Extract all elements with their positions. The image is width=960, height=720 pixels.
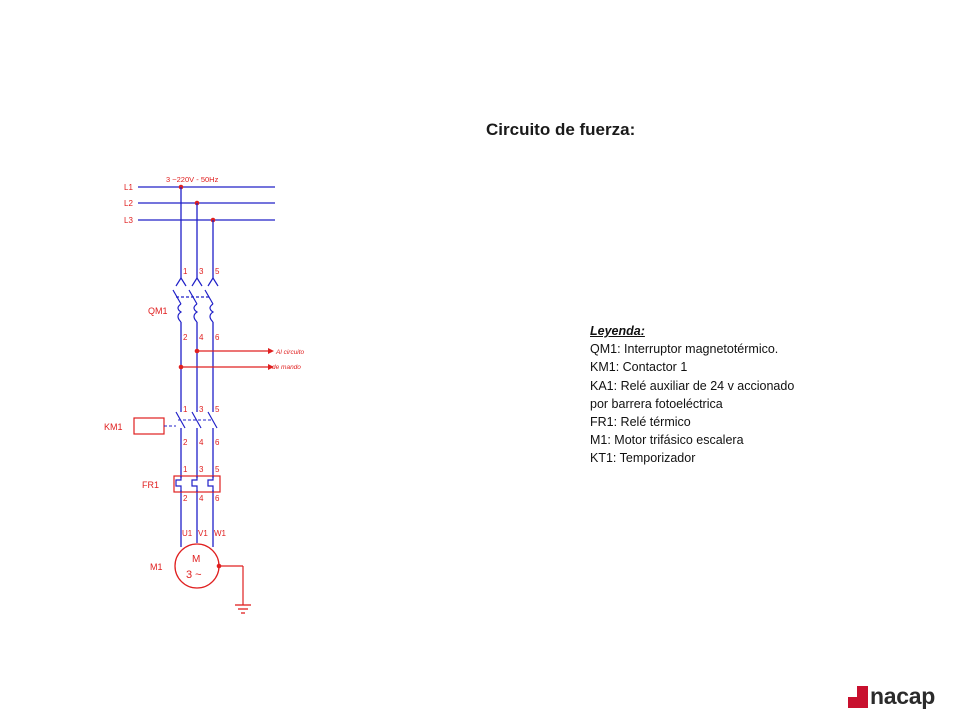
svg-text:6: 6 [215,494,220,503]
motor-m1 [174,543,244,605]
svg-text:U1: U1 [182,529,193,538]
svg-text:6: 6 [215,438,220,447]
legend-item: KA1: Relé auxiliar de 24 v accionado [590,378,795,393]
km1-terminals: 1 3 5 2 4 6 [183,405,220,447]
legend-item: QM1: Interruptor magnetotérmico. [590,342,779,357]
svg-text:1: 1 [183,405,188,414]
legend-item: por barrera fotoeléctrica [590,396,723,411]
km1-label: KM1 [104,422,123,432]
line-labels: L1 L2 L3 [124,183,133,225]
control-branch-label-1: Al circuito [275,349,305,356]
line-label-l1: L1 [124,183,133,192]
svg-text:3: 3 [199,267,204,276]
logo-text: nacap [870,683,935,709]
svg-text:4: 4 [199,494,204,503]
fr1-label: FR1 [142,480,159,490]
line-label-l2: L2 [124,199,133,208]
legend-heading: Leyenda: [590,324,645,338]
svg-text:1: 1 [183,267,188,276]
legend: Leyenda: QM1: Interruptor magnetotérmico… [590,322,794,468]
logo-mark-icon [848,685,868,708]
svg-text:3: 3 [199,405,204,414]
svg-text:5: 5 [215,405,220,414]
ground-icon [235,604,251,614]
line-label-l3: L3 [124,216,133,225]
svg-text:1: 1 [183,465,188,474]
qm1-terminals: 1 3 5 2 4 6 [183,267,220,342]
km1-contactor [133,411,218,435]
legend-item: KM1: Contactor 1 [590,360,688,375]
svg-text:5: 5 [215,465,220,474]
supply-label: 3 ~220V - 50Hz [166,175,219,184]
svg-text:4: 4 [199,438,204,447]
page-title: Circuito de fuerza: [486,120,636,139]
svg-text:4: 4 [199,333,204,342]
fr1-terminals: 1 3 5 2 4 6 [183,465,220,503]
qm1-label: QM1 [148,306,168,316]
supply-lines [138,186,275,221]
legend-item: KT1: Temporizador [590,451,696,466]
legend-item: M1: Motor trifásico escalera [590,433,744,448]
svg-text:W1: W1 [214,529,227,538]
motor-terminals: U1 V1 W1 [182,529,227,538]
motor-symbol-m: M [192,554,200,565]
svg-text:3: 3 [199,465,204,474]
svg-text:6: 6 [215,333,220,342]
legend-item: FR1: Relé térmico [590,415,691,430]
svg-text:2: 2 [183,333,188,342]
fr1-thermal-relay [173,475,221,493]
inacap-logo: nacap [848,683,935,710]
svg-text:5: 5 [215,267,220,276]
control-branch-label-2: de mando [272,364,301,371]
svg-text:V1: V1 [198,529,208,538]
svg-text:2: 2 [183,438,188,447]
control-branch [178,348,274,370]
motor-symbol-3ph: 3 ~ [186,569,202,581]
m1-label: M1 [150,562,163,572]
svg-text:2: 2 [183,494,188,503]
qm1-breaker [172,277,219,323]
